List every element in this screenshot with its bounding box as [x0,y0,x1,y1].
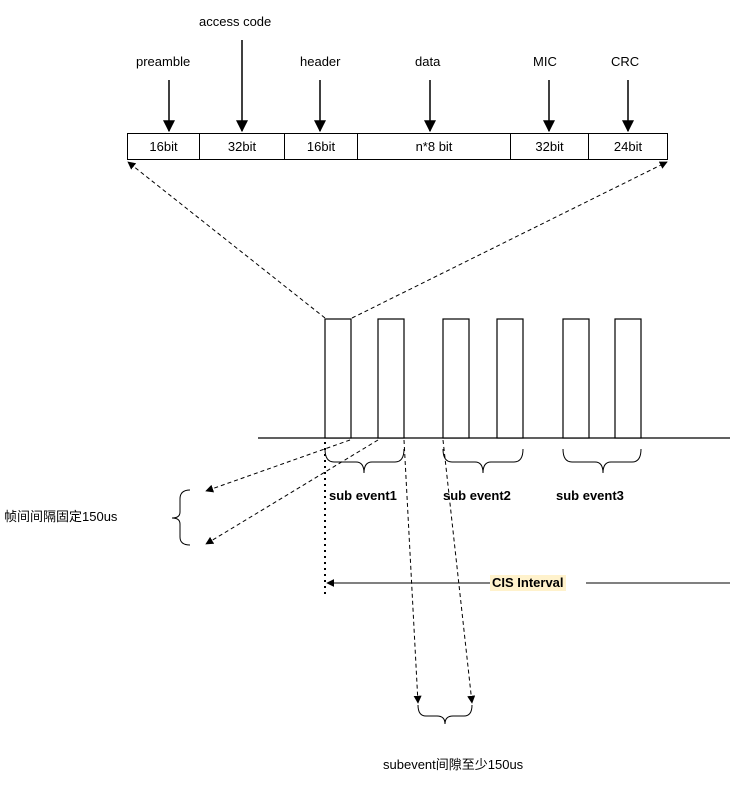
pulse-2a [442,318,470,439]
field-label-access-code: access code [199,14,272,29]
pulse-1a [324,318,352,439]
expansion-lines [127,161,668,319]
subevent-label-2: sub event2 [443,488,511,503]
pulse-1b [377,318,405,439]
subevent-label-3: sub event3 [556,488,624,503]
field-arrows [163,40,634,133]
subevent-gap-arrow-right [442,439,476,704]
cell-bits: 32bit [535,139,564,154]
subevent-label-1: sub event1 [329,488,397,503]
brace-subevent3 [562,448,642,474]
cell-bits: 16bit [306,139,336,154]
subevent-braces [324,448,642,474]
field-label-preamble: preamble [136,54,191,69]
packet-cell-mic: 32bit [510,133,589,160]
subevent-gap-brace [417,704,473,725]
frame-gap-arrow-bottom [205,439,379,545]
packet-cell-preamble: 16bit [127,133,200,160]
packet-cell-crc: 24bit [588,133,668,160]
cell-bits: 24bit [613,139,643,154]
cell-bits: 16bit [149,139,178,154]
cell-bits: 32bit [227,139,257,154]
pulse-2b [496,318,524,439]
frame-gap-label: 帧间间隔固定150us [4,509,118,524]
brace-subevent1 [324,448,405,474]
subevent-gap-arrow-left [403,439,422,704]
expansion-line-left [127,161,326,319]
field-label-crc: CRC [611,54,640,69]
frame-gap-brace [171,489,191,546]
field-label-data: data [415,54,441,69]
frame-gap-arrow-top [205,439,351,493]
cell-bits: n*8 bit [415,139,453,154]
packet-cell-data: n*8 bit [357,133,511,160]
subevent-gap-arrows [403,439,476,704]
pulses [324,318,642,439]
frame-gap-arrows [205,439,379,545]
field-label-mic: MIC [533,54,557,69]
packet-cell-header: 16bit [284,133,358,160]
expansion-line-right [351,161,668,319]
packet-cell-access-code: 32bit [199,133,285,160]
brace-subevent2 [442,448,524,474]
field-label-header: header [300,54,341,69]
pulse-3a [562,318,590,439]
cis-interval-label: CIS Interval [490,575,566,591]
pulse-3b [614,318,642,439]
subevent-gap-label: subevent间隙至少150us [383,757,524,772]
